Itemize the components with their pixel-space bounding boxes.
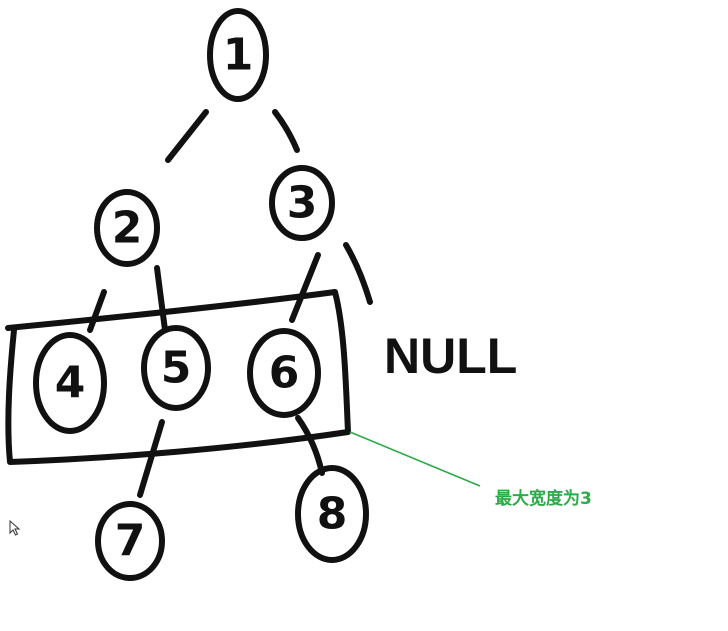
edge-5-7 xyxy=(137,419,165,498)
null-label: NULL xyxy=(384,328,518,384)
edge-1-3 xyxy=(272,109,300,153)
widest-level-box xyxy=(5,289,351,465)
node-1-circle xyxy=(207,8,269,102)
max-width-annotation: 最大宽度为3 xyxy=(495,489,592,509)
node-6-label: 6 xyxy=(269,348,300,399)
node-2-circle xyxy=(94,189,160,267)
node-8-label: 8 xyxy=(317,489,348,540)
mouse-pointer-icon xyxy=(9,520,21,536)
edge-2-5 xyxy=(154,265,168,333)
node-1-label: 1 xyxy=(223,30,254,81)
edge-1-2 xyxy=(165,109,209,163)
edge-3-6 xyxy=(289,252,321,323)
node-5-circle xyxy=(141,325,211,411)
edge-3-null xyxy=(343,242,373,305)
node-7-circle xyxy=(95,501,165,581)
edge-2-4 xyxy=(87,289,107,333)
edge-6-8 xyxy=(295,415,325,476)
node-7-label: 7 xyxy=(115,516,146,567)
node-4-circle xyxy=(33,332,107,434)
node-4-label: 4 xyxy=(55,358,86,409)
node-6-circle xyxy=(247,328,321,418)
node-5-label: 5 xyxy=(161,343,192,394)
node-2-label: 2 xyxy=(112,203,143,254)
annotation-pointer-line xyxy=(349,431,481,487)
node-3-label: 3 xyxy=(287,178,318,229)
node-3-circle xyxy=(269,165,335,241)
node-8-circle xyxy=(295,465,369,563)
